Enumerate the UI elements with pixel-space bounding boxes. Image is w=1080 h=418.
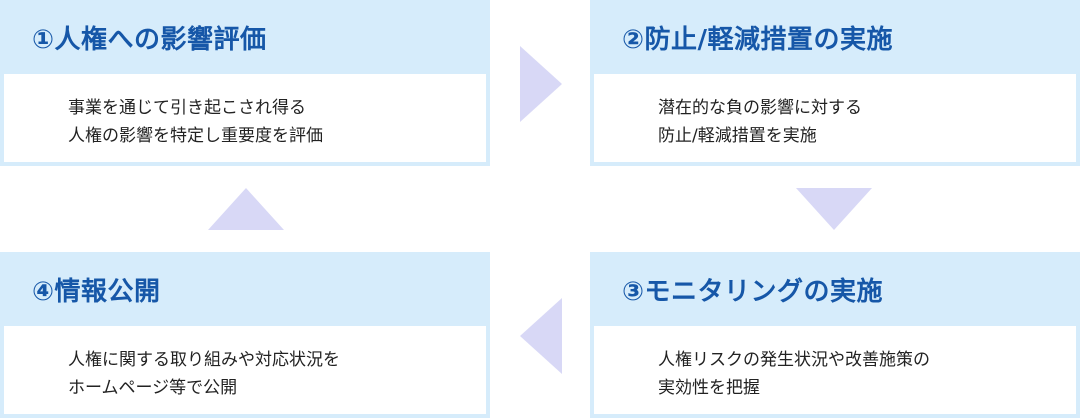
step-title: ①人権への影響評価 (32, 24, 267, 55)
step-description-line: 実効性を把握 (658, 378, 760, 398)
step-title: ④情報公開 (32, 276, 161, 307)
step-title: ②防止/軽減措置の実施 (622, 24, 894, 55)
arrow-up-icon (208, 188, 284, 230)
step-description-line: 人権の影響を特定し重要度を評価 (68, 126, 323, 146)
step-description: 事業を通じて引き起こされ得る 人権の影響を特定し重要度を評価 (4, 74, 486, 162)
step-description-line: 事業を通じて引き起こされ得る (68, 98, 306, 118)
step-card-impact-assessment: ①人権への影響評価 事業を通じて引き起こされ得る 人権の影響を特定し重要度を評価 (0, 0, 490, 166)
step-description-line: 潜在的な負の影響に対する (658, 98, 862, 118)
step-description-line: ホームページ等で公開 (68, 378, 238, 398)
arrow-right-icon (520, 46, 562, 122)
step-description: 人権リスクの発生状況や改善施策の 実効性を把握 (594, 326, 1076, 414)
step-card-monitoring: ③モニタリングの実施 人権リスクの発生状況や改善施策の 実効性を把握 (590, 252, 1080, 418)
step-description-line: 人権に関する取り組みや対応状況を (68, 350, 340, 370)
arrow-left-icon (520, 298, 562, 374)
step-card-disclosure: ④情報公開 人権に関する取り組みや対応状況を ホームページ等で公開 (0, 252, 490, 418)
step-description-line: 防止/軽減措置を実施 (658, 126, 817, 146)
step-title: ③モニタリングの実施 (622, 276, 884, 307)
step-description: 人権に関する取り組みや対応状況を ホームページ等で公開 (4, 326, 486, 414)
step-description: 潜在的な負の影響に対する 防止/軽減措置を実施 (594, 74, 1076, 162)
arrow-down-icon (796, 188, 872, 230)
step-description-line: 人権リスクの発生状況や改善施策の (658, 350, 930, 370)
step-card-prevention-mitigation: ②防止/軽減措置の実施 潜在的な負の影響に対する 防止/軽減措置を実施 (590, 0, 1080, 166)
